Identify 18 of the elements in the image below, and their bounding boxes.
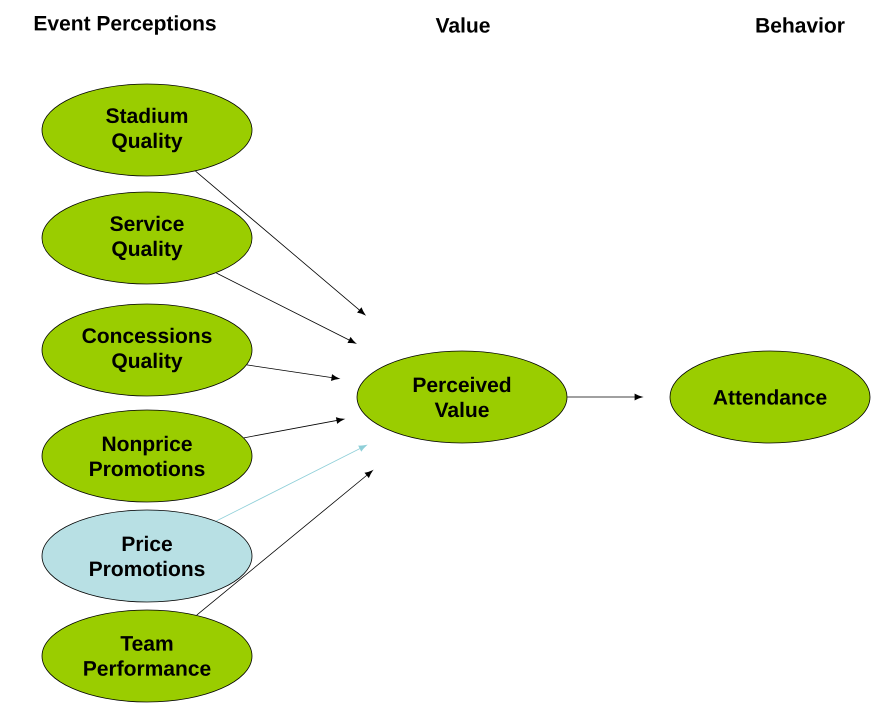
arrow [244, 417, 344, 438]
ellipse-node: Nonprice Promotions [42, 410, 252, 502]
ellipse-node: Service Quality [42, 192, 252, 284]
column-heading: Event Perceptions [34, 15, 216, 35]
arrow [216, 444, 367, 522]
arrow [246, 364, 340, 381]
column-heading: Value [436, 17, 490, 33]
ellipse-node: Attendance [670, 350, 870, 444]
column-heading: Behavior [756, 17, 845, 33]
ellipse-node: Perceived Value [356, 350, 568, 444]
arrow [216, 272, 356, 344]
arrow [196, 470, 373, 616]
ellipse-node: Concessions Quality [42, 304, 252, 396]
ellipse-node: Stadium Quality [42, 84, 252, 176]
ellipse-node: Price Promotions [42, 510, 252, 602]
ellipse-node: Team Performance [42, 610, 252, 702]
arrow [567, 394, 642, 400]
arrow [195, 170, 366, 316]
